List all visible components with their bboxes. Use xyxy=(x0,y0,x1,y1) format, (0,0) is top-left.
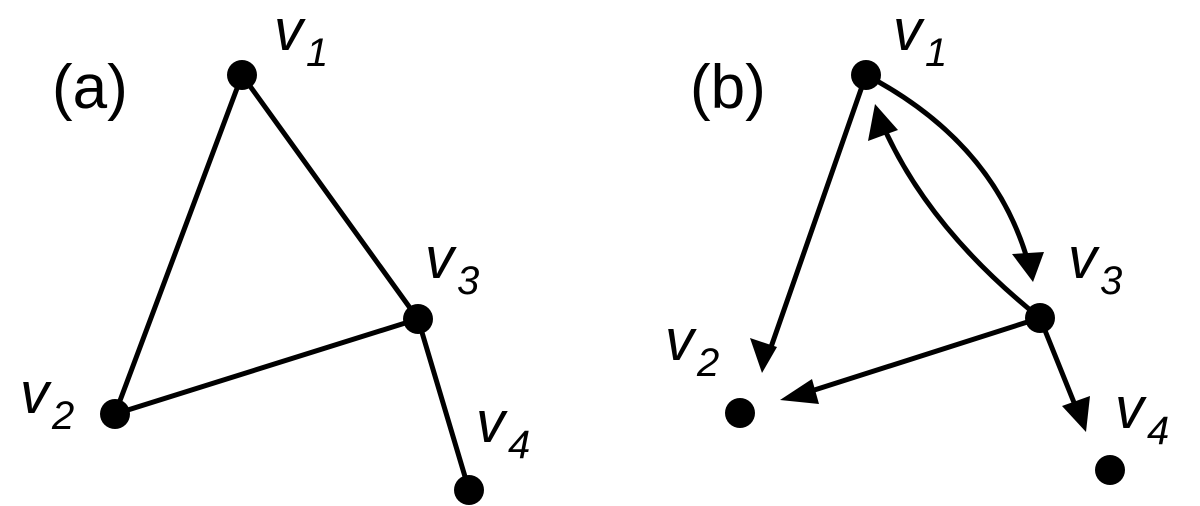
node-b-v3-label: v3 xyxy=(1068,226,1122,303)
edge-a-v1-v2 xyxy=(112,72,245,417)
arrowhead-b-v1-v3 xyxy=(1012,252,1044,282)
node-b-v1 xyxy=(851,60,881,90)
node-b-v3 xyxy=(1025,303,1055,333)
node-a-v2 xyxy=(100,399,130,429)
edge-b-v3-v1 xyxy=(881,125,1043,321)
node-a-v1 xyxy=(227,60,257,90)
edge-b-v3-v4 xyxy=(1037,315,1078,408)
panel-b: (b) v1 v2 v3 v4 xyxy=(665,0,1169,485)
edge-b-v1-v3 xyxy=(863,72,1029,258)
panel-b-label: (b) xyxy=(690,53,766,122)
arrowhead-b-v3-v2 xyxy=(780,379,819,404)
node-b-v4 xyxy=(1095,455,1125,485)
node-a-v4-label: v4 xyxy=(476,390,530,467)
edge-a-v1-v3 xyxy=(239,72,421,322)
node-a-v3 xyxy=(403,304,433,334)
node-b-v2 xyxy=(725,398,755,428)
arrowhead-b-v3-v4 xyxy=(1062,396,1090,432)
edge-b-v1-v2 xyxy=(767,72,869,353)
node-a-v1-label: v1 xyxy=(274,0,328,75)
edge-a-v2-v3 xyxy=(112,316,421,417)
node-b-v1-label: v1 xyxy=(893,0,947,75)
panel-a-label: (a) xyxy=(52,53,128,122)
arrowhead-b-v3-v1 xyxy=(868,104,898,141)
edge-a-v3-v4 xyxy=(415,316,472,493)
node-a-v3-label: v3 xyxy=(425,226,479,303)
arrowhead-b-v1-v2 xyxy=(750,338,777,373)
node-a-v2-label: v2 xyxy=(20,361,74,438)
edge-b-v3-v2 xyxy=(802,315,1043,396)
node-b-v2-label: v2 xyxy=(665,308,719,385)
panel-a: (a) v1 v2 v3 v4 xyxy=(20,0,530,505)
node-b-v4-label: v4 xyxy=(1115,376,1169,453)
node-a-v4 xyxy=(454,475,484,505)
